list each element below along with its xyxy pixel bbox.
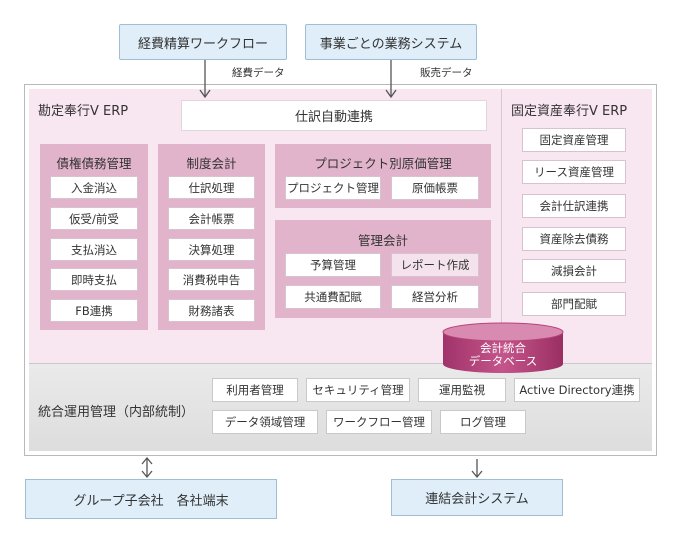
business-system-box: 事業ごとの業務システム — [305, 24, 477, 60]
auto-link-banner: 仕訳自動連携 — [181, 100, 487, 131]
group-subsidiary-box: グループ子会社 各社端末 — [25, 479, 277, 519]
list-item: FB連携 — [50, 299, 138, 322]
expense-arrow — [199, 60, 211, 99]
list-item: ワークフロー管理 — [326, 410, 432, 434]
list-item: ログ管理 — [440, 410, 526, 434]
list-item: 減損会計 — [522, 259, 626, 283]
group-link-arrow — [141, 456, 153, 479]
list-item: 財務諸表 — [168, 299, 255, 322]
governance-region — [29, 363, 652, 451]
project-cost-title: プロジェクト別原価管理 — [314, 156, 452, 171]
list-item: 固定資産管理 — [522, 128, 626, 152]
list-item: 決算処理 — [168, 238, 255, 261]
expense-workflow-label: 経費精算ワークフロー — [137, 36, 268, 52]
list-item: 消費税申告 — [168, 268, 255, 291]
list-item: リース資産管理 — [522, 160, 626, 184]
list-item: 経営分析 — [391, 285, 479, 309]
list-item: データ領域管理 — [212, 410, 318, 434]
consolidated-system-box: 連結会計システム — [391, 479, 563, 516]
list-item: セキュリティ管理 — [306, 378, 410, 402]
erp-title: 勘定奉行V ERP — [38, 104, 129, 119]
database-line1: 会計統合 — [480, 341, 526, 355]
list-item: 入金消込 — [50, 176, 138, 199]
list-item: 原価帳票 — [391, 176, 479, 200]
institutional-title: 制度会計 — [186, 156, 237, 171]
fixed-assets-title: 固定資産奉行V ERP — [511, 104, 628, 119]
governance-title: 統合運用管理（内部統制） — [38, 405, 195, 420]
management-title: 管理会計 — [357, 233, 408, 248]
database-label: 会計統合 データベース — [443, 342, 563, 368]
list-item: 利用者管理 — [212, 378, 298, 402]
database-cylinder — [442, 322, 564, 373]
list-item: 会計帳票 — [168, 207, 255, 230]
list-item: 仕訳処理 — [168, 176, 255, 199]
sales-data-label: 販売データ — [420, 67, 473, 79]
business-system-label: 事業ごとの業務システム — [319, 36, 463, 52]
auto-link-label: 仕訳自動連携 — [294, 110, 373, 125]
list-item: プロジェクト管理 — [285, 176, 381, 200]
list-item: Active Directory連携 — [514, 378, 640, 402]
group-subsidiary-label: グループ子会社 各社端末 — [73, 493, 229, 509]
database-line2: データベース — [468, 354, 538, 368]
expense-workflow-box: 経費精算ワークフロー — [119, 24, 287, 60]
receivables-title: 債権債務管理 — [56, 156, 132, 171]
consolidated-system-label: 連結会計システム — [425, 492, 529, 507]
list-item: 仮受/前受 — [50, 207, 138, 230]
list-item: 資産除去債務 — [522, 227, 626, 251]
list-item: 会計仕訳連携 — [522, 194, 626, 218]
list-item: 支払消込 — [50, 238, 138, 261]
list-item: レポート作成 — [391, 253, 479, 277]
list-item: 即時支払 — [50, 268, 138, 291]
consolidated-arrow — [471, 459, 483, 479]
expense-data-label: 経費データ — [232, 67, 285, 79]
list-item: 運用監視 — [418, 378, 506, 402]
list-item: 共通費配賦 — [285, 285, 381, 309]
sales-arrow — [385, 60, 397, 99]
list-item: 予算管理 — [285, 253, 381, 277]
list-item: 部門配賦 — [522, 292, 626, 316]
